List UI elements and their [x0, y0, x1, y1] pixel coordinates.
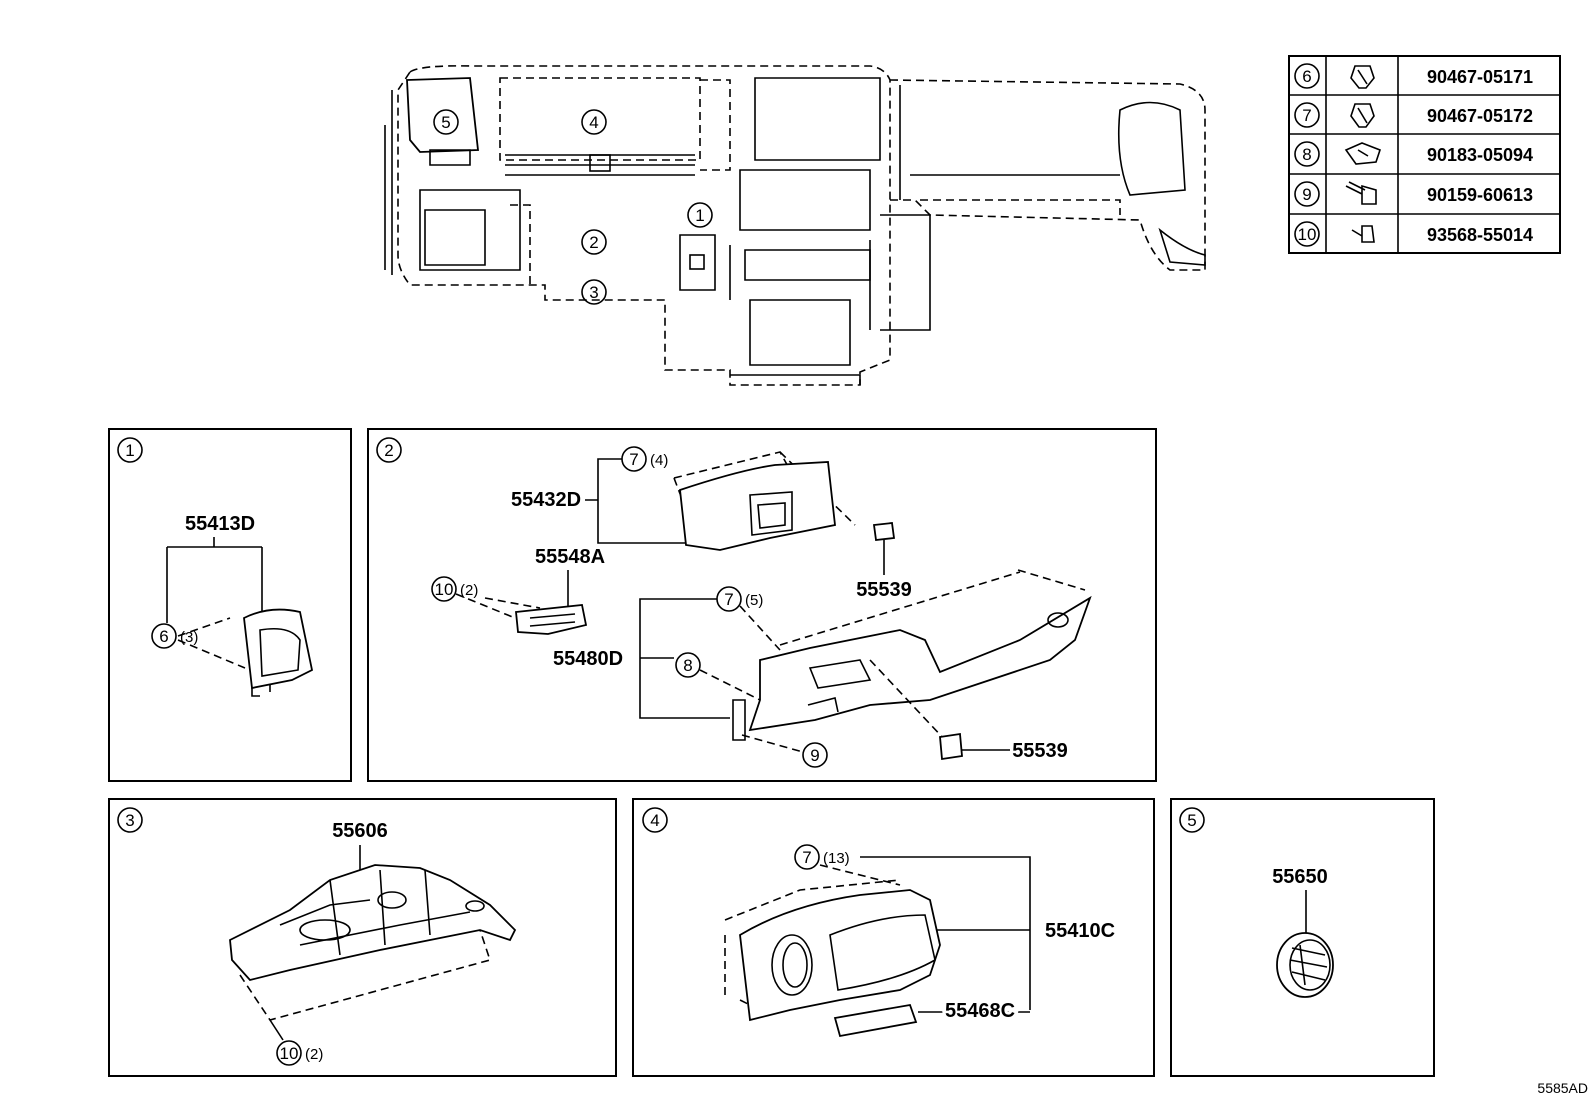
switch-lower [939, 732, 963, 761]
part-number[interactable]: 55548A [535, 546, 605, 568]
part-number[interactable]: 55410C [1045, 920, 1115, 942]
svg-text:4: 4 [589, 113, 598, 132]
fastener-table: 6 90467-05171 7 90467-05172 8 90183-0509… [1288, 55, 1561, 254]
panel-2-id: 2 [384, 441, 393, 460]
part-number[interactable]: 55539 [1012, 740, 1068, 762]
table-row[interactable]: 7 90467-05172 [1294, 102, 1533, 128]
screw-icon [1345, 181, 1377, 205]
diagram-code: 5585AD [1537, 1080, 1588, 1096]
svg-text:90159-60613: 90159-60613 [1427, 185, 1533, 205]
panel-4: 4 7 (13) 55410C 55468C [632, 798, 1155, 1077]
svg-text:7: 7 [1302, 106, 1311, 125]
dashboard-overview [384, 65, 1206, 386]
svg-text:9: 9 [1302, 185, 1311, 204]
svg-text:90467-05172: 90467-05172 [1427, 106, 1533, 126]
svg-text:(3): (3) [180, 629, 198, 646]
svg-text:8: 8 [1302, 145, 1311, 164]
svg-text:7: 7 [629, 450, 638, 469]
cluster-bezel [739, 889, 941, 1022]
panel-3: 3 55606 10 (2) [108, 798, 617, 1077]
panel-3-id: 3 [125, 811, 134, 830]
part-number[interactable]: 55606 [332, 820, 388, 842]
overview-callout-5[interactable]: 5 [433, 109, 459, 135]
panel-2: 2 7 (4) 55432D 55539 55548A 10 (2) 7 (5)… [367, 428, 1157, 782]
cluster-lens [833, 1003, 918, 1038]
overview-callout-2[interactable]: 2 [581, 229, 607, 255]
svg-text:10: 10 [1298, 225, 1317, 244]
panel-5-id: 5 [1187, 811, 1196, 830]
svg-text:3: 3 [589, 283, 598, 302]
svg-text:90183-05094: 90183-05094 [1427, 145, 1533, 165]
panel-4-id: 4 [650, 811, 659, 830]
lower-instrument-panel [229, 864, 517, 982]
switch-upper [872, 522, 896, 541]
svg-text:6: 6 [159, 627, 168, 646]
part-number[interactable]: 55539 [856, 579, 912, 601]
svg-text:2: 2 [589, 233, 598, 252]
clip-icon [1350, 103, 1375, 128]
panel-1-id: 1 [125, 441, 134, 460]
table-row[interactable]: 6 90467-05171 [1294, 63, 1533, 89]
overview-callout-4[interactable]: 4 [581, 109, 607, 135]
svg-text:(2): (2) [460, 582, 478, 599]
svg-text:9: 9 [810, 746, 819, 765]
bracket [515, 604, 588, 635]
vent-register [1276, 932, 1334, 998]
table-row[interactable]: 9 90159-60613 [1294, 181, 1533, 207]
svg-text:8: 8 [683, 656, 692, 675]
overview-callout-3[interactable]: 3 [581, 279, 607, 305]
screw-icon [1351, 225, 1375, 243]
part-number[interactable]: 55480D [553, 648, 623, 670]
part-number[interactable]: 55432D [511, 489, 581, 511]
clip-icon [1350, 65, 1375, 89]
lower-trim-panel [748, 595, 1092, 732]
svg-text:(13): (13) [823, 850, 850, 867]
part-number[interactable]: 55413D [185, 513, 255, 535]
panel-5: 5 55650 [1170, 798, 1435, 1077]
svg-text:90467-05171: 90467-05171 [1427, 67, 1533, 87]
part-number[interactable]: 55650 [1272, 866, 1328, 888]
svg-text:(5): (5) [745, 592, 763, 609]
part-number[interactable]: 55468C [942, 997, 1018, 1025]
svg-text:10: 10 [280, 1044, 299, 1063]
svg-text:93568-55014: 93568-55014 [1427, 225, 1533, 245]
svg-text:1: 1 [695, 206, 704, 225]
nut-icon [1344, 142, 1381, 165]
svg-text:(2): (2) [305, 1046, 323, 1063]
svg-text:5: 5 [441, 113, 450, 132]
svg-text:6: 6 [1302, 67, 1311, 86]
svg-text:10: 10 [435, 580, 454, 599]
svg-text:(4): (4) [650, 452, 668, 469]
vent-cover [243, 608, 314, 690]
table-row[interactable]: 8 90183-05094 [1294, 141, 1533, 167]
table-row[interactable]: 10 93568-55014 [1294, 221, 1533, 247]
svg-text:7: 7 [724, 590, 733, 609]
svg-text:7: 7 [802, 848, 811, 867]
panel-1: 1 55413D 6 (3) [108, 428, 352, 782]
overview-callout-1[interactable]: 1 [687, 202, 713, 228]
